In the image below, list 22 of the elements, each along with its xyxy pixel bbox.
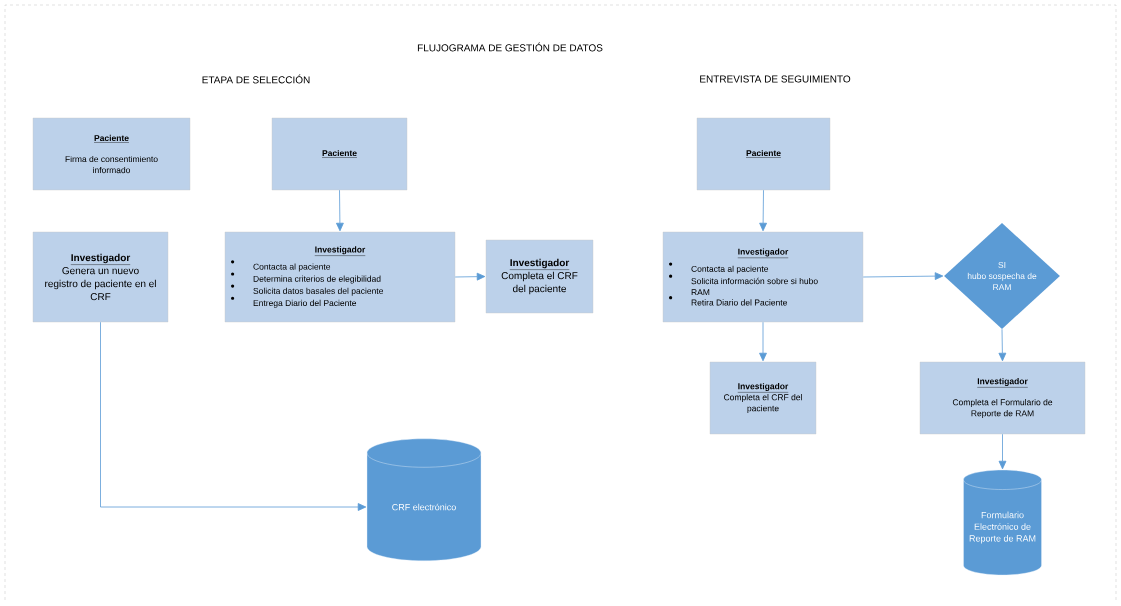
arrow <box>998 328 1007 362</box>
arrow <box>100 321 367 511</box>
process-box: Investigador Completa el CRF del paciente <box>709 361 817 435</box>
section-heading: ETAPA DE SELECCIÓN <box>202 74 310 84</box>
process-box: Investigador Genera un nuevo registro de paciente en el CRF <box>32 231 169 323</box>
process-box: Investigador Completa el CRF del paciente <box>485 239 594 314</box>
section-heading: ENTREVISTA DE SEGUIMIENTO <box>700 75 851 83</box>
arrow <box>336 189 344 232</box>
arrow <box>998 433 1007 470</box>
process-box: Investigador Contacta al paciente Solicita información sobre si hubo RAM Retira Diario del Paciente <box>662 231 864 323</box>
database-cylinder: CRF electrónico <box>366 438 482 561</box>
process-box: Paciente Firma de consentimiento informado <box>32 117 191 191</box>
process-box: Investigador Completa el Formulario de Reporte de RAM <box>919 361 1086 435</box>
process-box: Paciente <box>696 117 831 191</box>
process-box: Paciente <box>271 117 408 191</box>
arrow <box>759 189 767 232</box>
database-cylinder: Formulario Electrónico de Reporte de RAM <box>963 469 1042 576</box>
title: FLUJOGRAMA DE GESTIÓN DE DATOS <box>417 42 603 52</box>
arrow <box>862 272 944 280</box>
arrow <box>759 321 767 362</box>
process-box: Investigador Contacta al paciente Determina criterios de elegibilidad Solicita datos basales del paciente Entrega Diario del Paciente <box>224 231 456 323</box>
arrow <box>454 272 486 281</box>
